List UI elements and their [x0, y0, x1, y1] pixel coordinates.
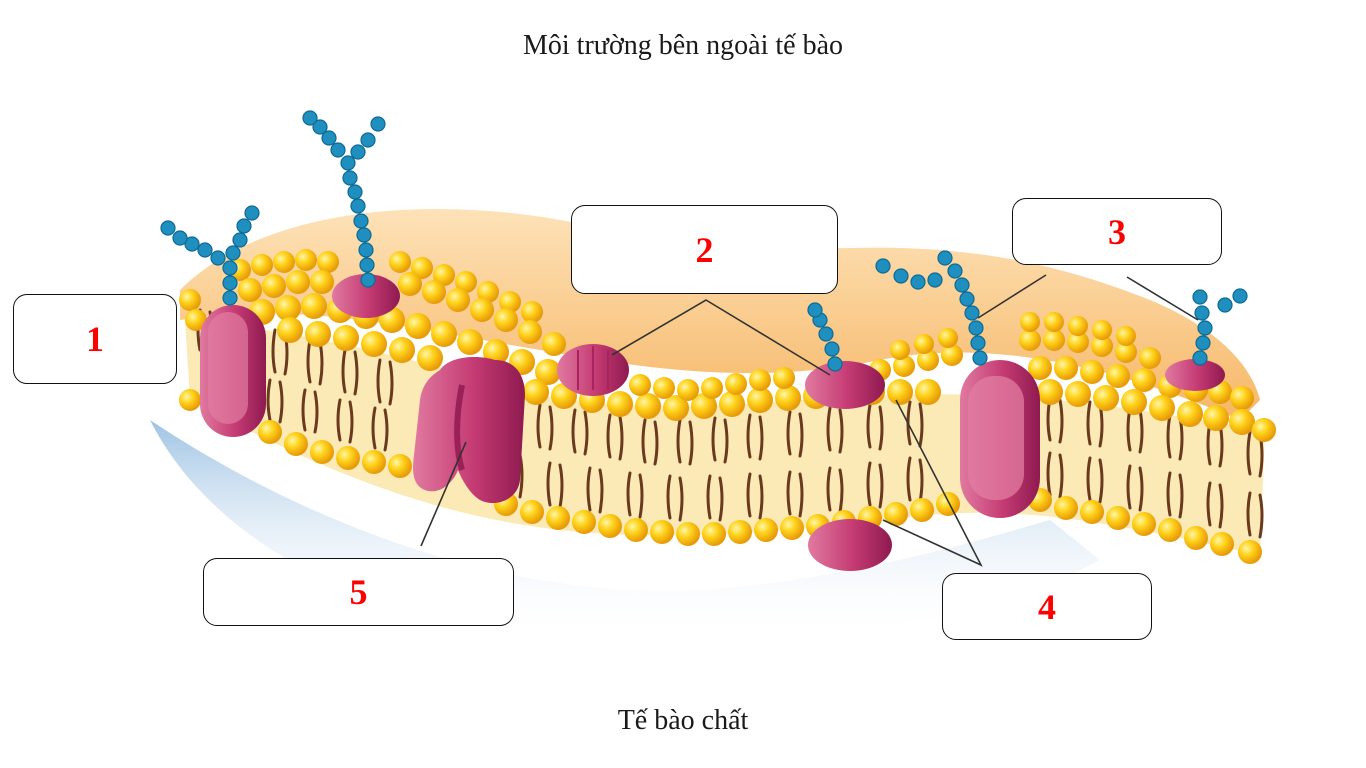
outer-membrane-surface	[180, 208, 1260, 420]
extracellular-label: Môi trường bên ngoài tế bào	[522, 30, 844, 61]
glycan-right-1	[875, 250, 988, 366]
glycoprotein-right	[1165, 359, 1225, 391]
leader-3a	[977, 274, 1047, 319]
glycoprotein-middle	[805, 361, 885, 409]
glycan-chains	[160, 110, 1248, 372]
label-box-5[interactable]: 5	[203, 558, 514, 626]
lower-phospholipid-heads	[179, 389, 1262, 564]
lower-leaflet-tails	[266, 378, 1264, 539]
glycan-right-2	[1192, 288, 1248, 366]
leader-4	[882, 399, 983, 567]
upper-phospholipid-heads	[179, 249, 1276, 442]
peripheral-protein-lower	[808, 519, 892, 571]
label-number-4: 4	[1038, 586, 1056, 627]
membrane-proteins	[200, 274, 1225, 571]
label-box-2[interactable]: 2	[571, 205, 838, 294]
label-number-3: 3	[1108, 211, 1126, 252]
glycan-left	[160, 205, 260, 306]
label-number-1: 1	[86, 319, 104, 359]
leader-lines	[420, 274, 1199, 567]
label-number-2: 2	[695, 229, 714, 270]
leader-3b	[1126, 276, 1199, 321]
label-box-4[interactable]: 4	[942, 573, 1152, 640]
leader-2	[611, 299, 831, 376]
label-box-1[interactable]: 1	[13, 294, 177, 384]
leader-5	[420, 441, 467, 547]
upper-leaflet-tails	[196, 308, 1264, 478]
glycan-middle	[807, 302, 843, 372]
glycan-tall	[302, 110, 386, 288]
glycoprotein-top	[332, 274, 400, 318]
label-box-3[interactable]: 3	[1012, 198, 1222, 265]
label-number-5: 5	[349, 572, 368, 612]
cytoplasm-label: Tế bào chất	[617, 705, 749, 736]
channel-protein	[413, 357, 525, 504]
